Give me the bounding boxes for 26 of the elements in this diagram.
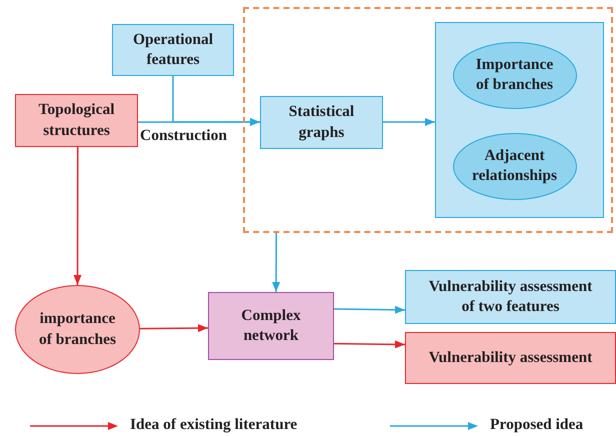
arrow: [74, 147, 82, 285]
process-box: [405, 332, 616, 384]
node-label: Vulnerability assessment of two features: [428, 276, 594, 317]
arrow: [383, 118, 435, 126]
dashed-group-frame: [243, 7, 613, 233]
process-box: [112, 24, 234, 76]
node-label: Vulnerability assessment: [428, 348, 592, 368]
node-label: Operational features: [132, 30, 214, 70]
legend-label: Idea of existing literature: [130, 416, 298, 434]
process-box: [15, 94, 138, 147]
panel: [435, 22, 604, 218]
arrow: [334, 340, 405, 348]
arrow: [172, 76, 260, 126]
node-label: Importance of branches: [474, 54, 554, 95]
node-label: Adjacent relationships: [471, 146, 558, 186]
node-label: Statistical graphs: [288, 102, 356, 142]
process-box: [405, 270, 616, 324]
process-box: [208, 292, 334, 360]
node-label: Complex network: [240, 306, 302, 346]
node-label: importance of branches: [38, 309, 118, 350]
arrow: [272, 233, 280, 292]
arrow: [140, 324, 208, 332]
legend-label: Proposed idea: [490, 416, 584, 434]
node-label: Topological structures: [37, 100, 116, 140]
arrow: [334, 306, 406, 314]
process-box: [260, 96, 383, 149]
